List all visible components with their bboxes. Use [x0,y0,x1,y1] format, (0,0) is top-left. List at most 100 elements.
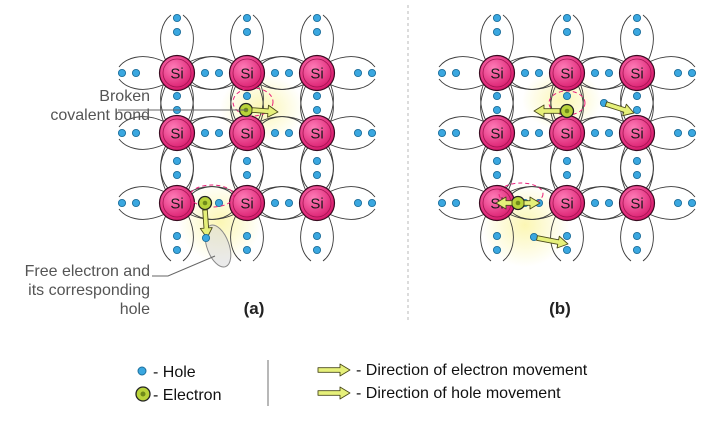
hole [562,170,572,180]
hole [242,231,252,241]
silicon-atom-label: Si [560,126,573,143]
hole-movement-arrow [533,104,561,118]
hole [242,245,252,255]
silicon-atom-label: Si [560,196,573,213]
bond-lobe [438,116,486,150]
bond-lobe [480,214,514,262]
hole [562,27,572,37]
hole [590,128,600,138]
hole [632,91,642,101]
hole [632,245,642,255]
silicon-atom-label: Si [240,66,253,83]
bond-lobe [118,56,166,90]
hole [172,27,182,37]
bond-lobe [118,116,166,150]
hole [492,13,502,23]
silicon-atom-label: Si [490,126,503,143]
hole [492,170,502,180]
electron-movement-arrow [604,101,635,117]
bond-lobe [300,214,334,262]
silicon-atom: Si [158,114,196,152]
bond-lobe [230,144,264,192]
bond-lobe [480,144,514,192]
silicon-atom: Si [228,54,266,92]
hole [242,91,252,101]
bond-lobe [300,14,334,62]
hole [312,27,322,37]
hole [687,68,697,78]
hole [312,105,322,115]
bond-lobe [230,14,264,62]
bond-lobe [550,144,584,192]
hole [632,156,642,166]
panel-a-label: (a) [244,299,265,318]
silicon-atom: Si [298,114,336,152]
free-electron-label-line2: its corresponding [28,282,150,299]
electron [197,195,213,211]
bond-lobe [328,116,376,150]
hole [604,68,614,78]
hole [534,68,544,78]
silicon-atom-label: Si [630,196,643,213]
hole [632,231,642,241]
hole [284,68,294,78]
hole [242,13,252,23]
hole [200,128,210,138]
hole [492,231,502,241]
hole [172,245,182,255]
hole [284,198,294,208]
hole [673,68,683,78]
legend: - Hole - Electron - Direction of electro… [135,360,588,406]
bond-lobe [160,144,194,192]
silicon-atom: Si [298,54,336,92]
bond-lobe [480,144,514,192]
broken-bond-ring [232,87,274,117]
hole [117,198,127,208]
electron-movement-arrow [536,235,569,249]
hole [270,128,280,138]
hole [172,91,182,101]
hole [562,91,572,101]
hole [687,128,697,138]
hole [520,68,530,78]
hole [353,128,363,138]
hole [534,128,544,138]
silicon-atom: Si [618,114,656,152]
electron-movement-arrow [251,104,279,118]
hole [451,128,461,138]
silicon-atom-label: Si [560,66,573,83]
hole [520,128,530,138]
bond-lobe [188,56,236,90]
hole [590,198,600,208]
bond-lobe [438,186,486,220]
bond-lobe [648,186,696,220]
bond-lobe [620,144,654,192]
legend-electron-label: - Electron [153,387,221,404]
hole [673,128,683,138]
hole [312,231,322,241]
broken-bond-label-line1: Broken [99,88,150,105]
broken-bond-label-line2: covalent bond [50,107,150,124]
hole-movement-arrow [495,196,513,210]
bond-lobe [620,14,654,62]
bond-lobe [648,116,696,150]
hole [214,198,224,208]
hole [270,198,280,208]
silicon-atom: Si [548,114,586,152]
silicon-atom: Si [478,114,516,152]
hole [242,156,252,166]
hole [312,245,322,255]
hole [590,68,600,78]
hole [632,105,642,115]
silicon-atom: Si [158,54,196,92]
bond-lobe [300,144,334,192]
free-electron-leader [152,255,216,277]
silicon-atom: Si [548,184,586,222]
hole [201,233,211,243]
hole [562,156,572,166]
hole [437,68,447,78]
silicon-atom-label: Si [240,126,253,143]
silicon-atom-label: Si [170,196,183,213]
hole [451,68,461,78]
hole [172,156,182,166]
